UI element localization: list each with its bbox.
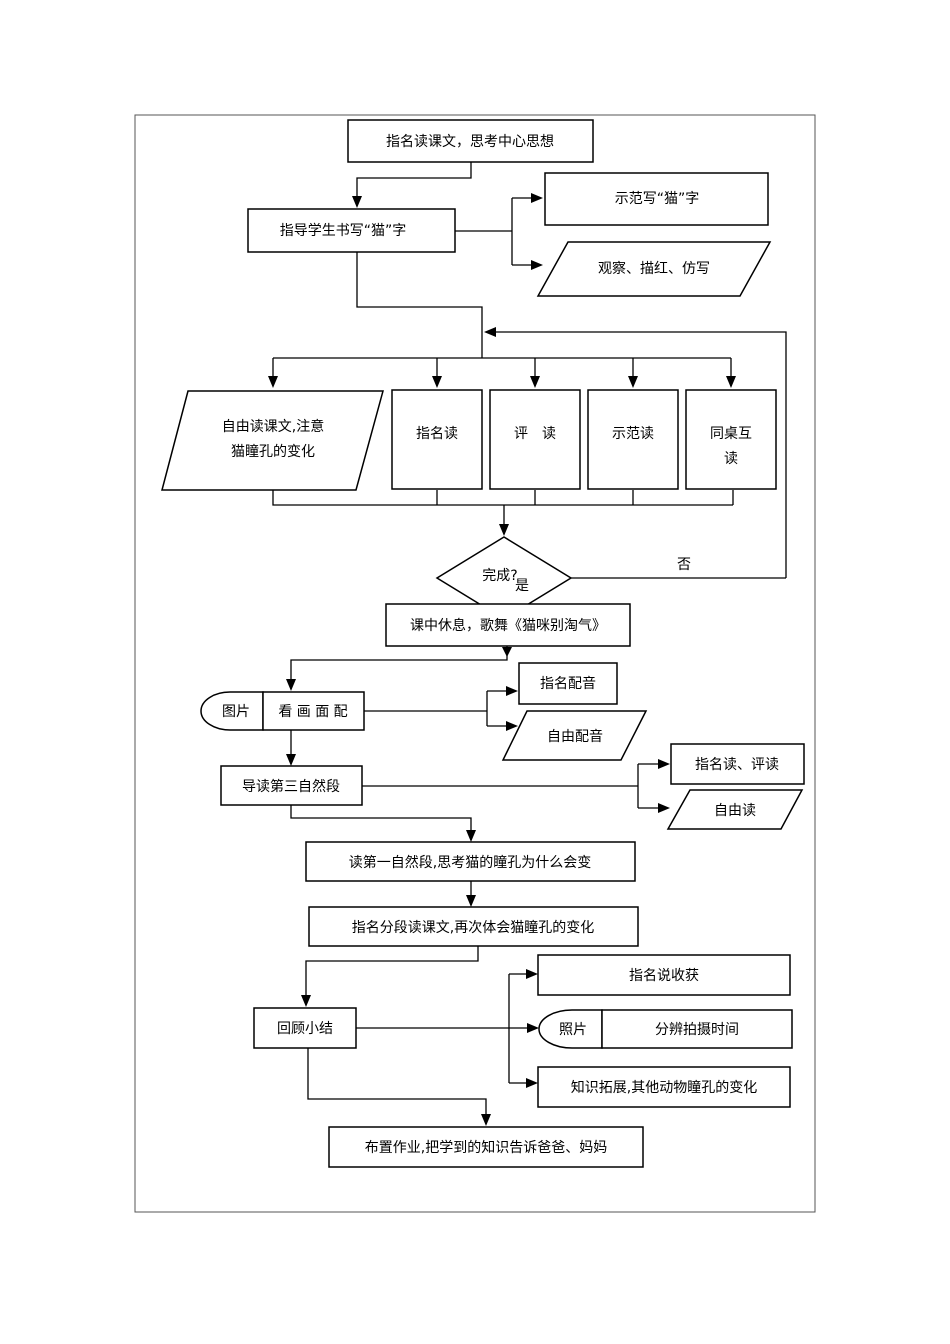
node-r2: 指名读 [391,389,483,490]
node-label: 观察、描红、仿写 [598,260,710,277]
node-r3: 评 读 [489,389,581,490]
node-label: 评 读 [514,425,556,442]
decision-label: 完成? [482,568,517,584]
node-n2b: 观察、描红、仿写 [536,241,772,297]
node-n5b: 自由读 [666,789,804,830]
yes-label: 是 [515,578,529,594]
node-label: 读第一自然段,思考猫的瞳孔为什么会变 [349,854,591,871]
node-label: 指名读 [416,425,458,442]
node-n4b: 自由配音 [501,710,648,761]
node-label: 回顾小结 [277,1021,333,1037]
photo-tag-label: 照片 [559,1022,587,1038]
node-n7: 指名分段读课文,再次体会猫瞳孔的变化 [308,906,639,947]
node-n5: 导读第三自然段 [220,765,363,806]
node-label: 自由配音 [547,728,603,745]
node-label: 指名分段读课文,再次体会猫瞳孔的变化 [352,919,594,936]
node-label: 读 [724,450,738,467]
node-label: 同桌互 [710,426,752,442]
node-label: 指名读课文，思考中心思想 [386,133,554,150]
node-label: 指名配音 [540,675,596,692]
node-r4: 示范读 [587,389,679,490]
node-n9: 布置作业,把学到的知识告诉爸爸、妈妈 [328,1126,644,1168]
page-frame [134,114,816,1213]
connector-n5-n6 [290,805,472,832]
node-label: 看 画 面 配 [278,704,347,720]
node-label: 示范读 [612,425,654,442]
node-label: 指导学生书写“猫”字 [280,223,407,239]
node-label: 指名说收获 [629,968,699,984]
arrowhead [352,196,362,208]
no-label: 否 [677,557,691,573]
picture-tag-shape [200,691,264,731]
node-n8b: 照片 分辨拍摄时间 [538,1009,793,1049]
connector-n2-down [356,252,483,358]
node-label: 示范写“猫”字 [615,190,700,207]
connector-n8-n9 [307,1048,487,1116]
node-n4: 图片 看 画 面 配 [200,691,365,731]
connector-n7-n8 [305,946,479,997]
node-n8c: 知识拓展,其他动物瞳孔的变化 [537,1066,791,1108]
node-label: 知识拓展,其他动物瞳孔的变化 [571,1079,757,1096]
node-n8: 回顾小结 [253,1007,357,1049]
node-n6: 读第一自然段,思考猫的瞳孔为什么会变 [305,841,636,882]
node-label: 指名读、评读 [695,756,779,773]
arrowhead [484,327,496,337]
node-n2: 指导学生书写“猫”字 [247,208,456,253]
connector-n3-n4 [290,645,508,681]
connector-n1-n2 [356,162,472,198]
node-n1: 指名读课文，思考中心思想 [347,119,594,163]
connector-bottom-bus [272,490,733,506]
connectors [268,162,787,1126]
node-n3: 课中休息，歌舞《猫咪别淘气》 [385,603,631,647]
arrowhead [531,260,543,270]
node-label: 猫瞳孔的变化 [231,443,315,460]
arrowhead [531,193,543,203]
node-n4a: 指名配音 [518,662,618,705]
connector-loop-back [494,331,787,578]
photo-tag-shape [538,1009,603,1049]
node-label: 导读第三自然段 [242,778,340,795]
node-r5: 同桌互 读 [685,389,777,490]
node-n2a: 示范写“猫”字 [544,172,769,226]
node-label: 分辨拍摄时间 [655,1022,739,1038]
node-label: 自由读课文,注意 [222,418,324,435]
decision-node: 完成? 是 [435,536,573,620]
node-label: 课中休息，歌舞《猫咪别淘气》 [410,617,606,634]
node-r1: 自由读课文,注意 猫瞳孔的变化 [161,390,384,491]
picture-tag-label: 图片 [222,704,250,720]
node-label: 自由读 [714,802,756,819]
node-n8a: 指名说收获 [537,954,791,996]
node-n5a: 指名读、评读 [670,743,805,785]
node-label: 布置作业,把学到的知识告诉爸爸、妈妈 [365,1139,607,1156]
